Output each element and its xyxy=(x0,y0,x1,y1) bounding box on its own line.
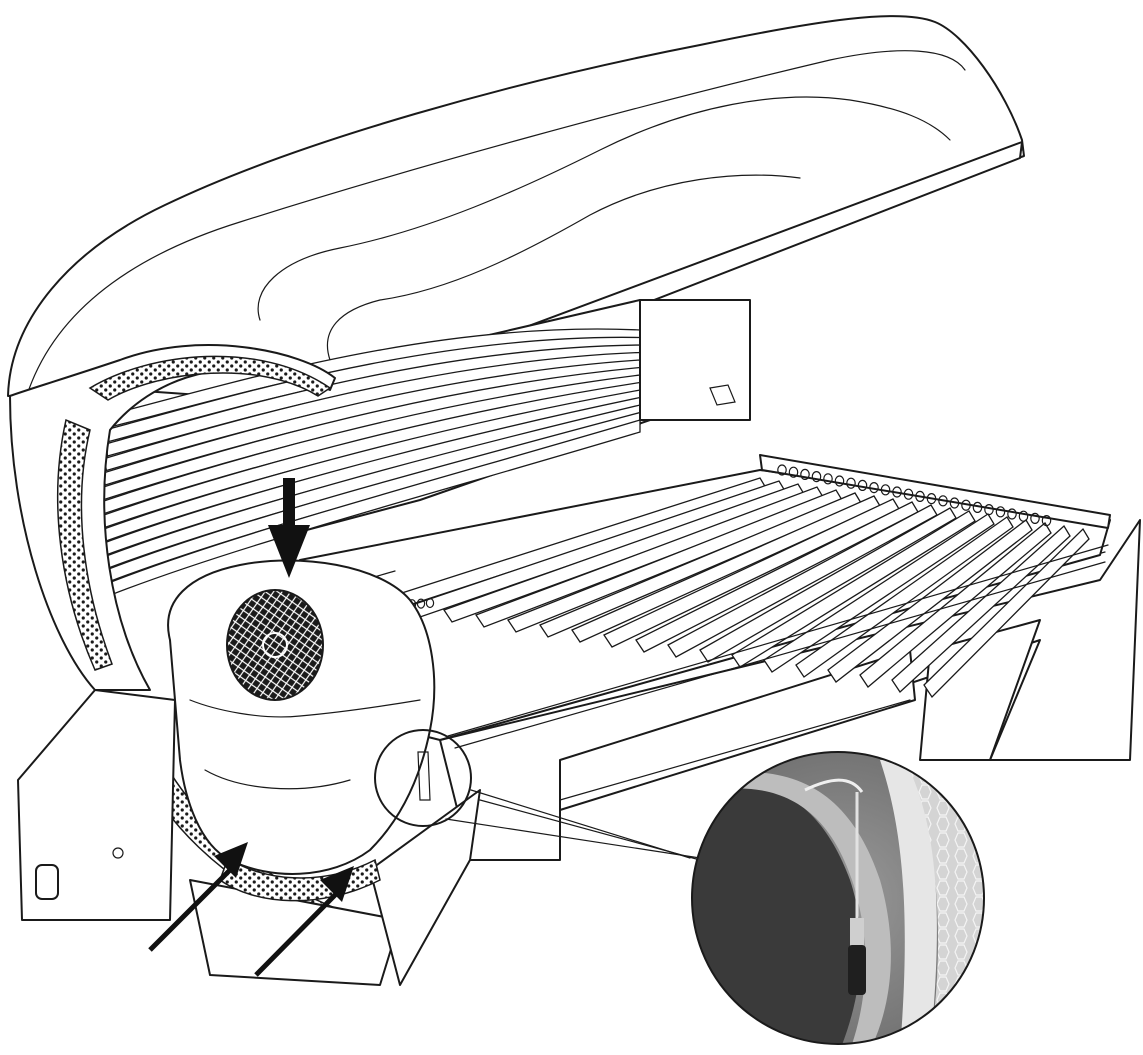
vent-hole xyxy=(800,468,810,480)
vent-hole xyxy=(834,475,845,487)
canopy-tubes xyxy=(92,299,751,602)
uv-tube xyxy=(795,516,1014,678)
vent-hole xyxy=(857,479,868,491)
vent-hole xyxy=(1018,510,1029,522)
vent-hole xyxy=(811,471,822,483)
down-arrow-icon xyxy=(268,478,310,578)
uv-tube xyxy=(923,527,1090,699)
vent-hole xyxy=(1030,512,1040,525)
uv-tube xyxy=(891,524,1071,693)
bed-surface xyxy=(299,454,1111,749)
vent-hole xyxy=(903,488,914,500)
vent-hole xyxy=(938,495,948,507)
vent-hole xyxy=(823,473,833,485)
vent-hole xyxy=(777,464,787,476)
vent-hole xyxy=(1007,508,1017,520)
vent-hole xyxy=(961,499,971,511)
vent-hole xyxy=(846,477,856,489)
vent-hole xyxy=(915,490,925,502)
vent-hole xyxy=(425,597,435,609)
bed-base xyxy=(439,519,1141,861)
vent-hole xyxy=(995,506,1006,518)
vent-hole xyxy=(984,504,994,516)
detail-callout xyxy=(374,729,701,859)
vent-hole xyxy=(926,493,937,505)
detail-photo xyxy=(691,751,985,1045)
uv-tube xyxy=(763,513,995,673)
uv-tube xyxy=(827,519,1033,683)
left-diagonal-arrow-icon xyxy=(148,842,248,952)
vent-hole xyxy=(972,501,983,513)
uv-tube xyxy=(731,510,976,668)
callout-arrows xyxy=(148,478,354,977)
fan-grille-icon xyxy=(226,589,324,701)
vent-hole xyxy=(880,484,891,496)
vent-hole xyxy=(1041,514,1052,527)
uv-tube xyxy=(699,507,957,663)
vent-hole xyxy=(892,486,902,498)
vent-hole xyxy=(416,598,426,609)
vent-hole xyxy=(869,482,879,494)
vent-hole xyxy=(949,497,960,509)
right-diagonal-arrow-icon xyxy=(254,866,354,977)
uv-tube xyxy=(92,419,641,602)
vent-hole xyxy=(788,466,799,478)
